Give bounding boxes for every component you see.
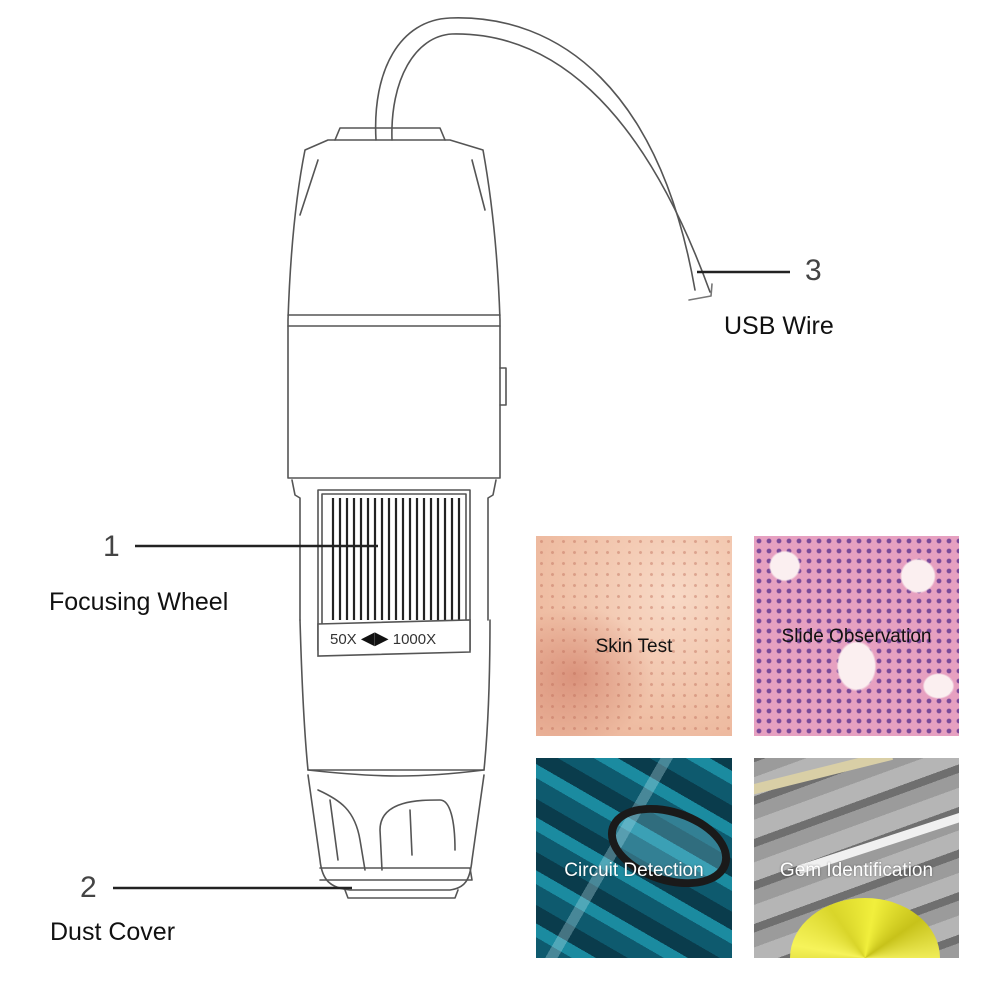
application-tile-slide-observation: Slide Observation: [754, 536, 959, 736]
magnification-band: 50X ◀▶ 1000X: [330, 628, 436, 649]
application-tile-gem-identification: Gem Identification: [754, 758, 959, 958]
decrease-arrow-icon: ◀: [360, 628, 375, 648]
tile-caption: Skin Test: [595, 636, 673, 657]
application-tile-skin-test: Skin Test: [536, 536, 732, 736]
callout-number-3: 3: [805, 254, 822, 287]
min-magnification: 50X: [330, 631, 357, 648]
tweezer-icon: [754, 758, 893, 796]
callout-label-focusing-wheel: Focusing Wheel: [49, 588, 229, 616]
max-magnification: 1000X: [392, 631, 437, 648]
usb-wire-shape: [374, 17, 696, 291]
callout-label-usb-wire: USB Wire: [724, 312, 834, 340]
gem-icon: [790, 898, 940, 958]
tile-caption: Gem Identification: [779, 860, 934, 881]
callout-label-dust-cover: Dust Cover: [50, 918, 176, 946]
tile-caption: Slide Observation: [781, 626, 932, 647]
magnifying-glass-icon: [597, 790, 732, 902]
application-tile-circuit-detection: Circuit Detection: [536, 758, 732, 958]
tile-caption: Circuit Detection: [564, 860, 704, 881]
increase-arrow-icon: ▶: [374, 628, 389, 648]
callout-number-1: 1: [103, 530, 120, 563]
callout-number-2: 2: [80, 871, 97, 904]
